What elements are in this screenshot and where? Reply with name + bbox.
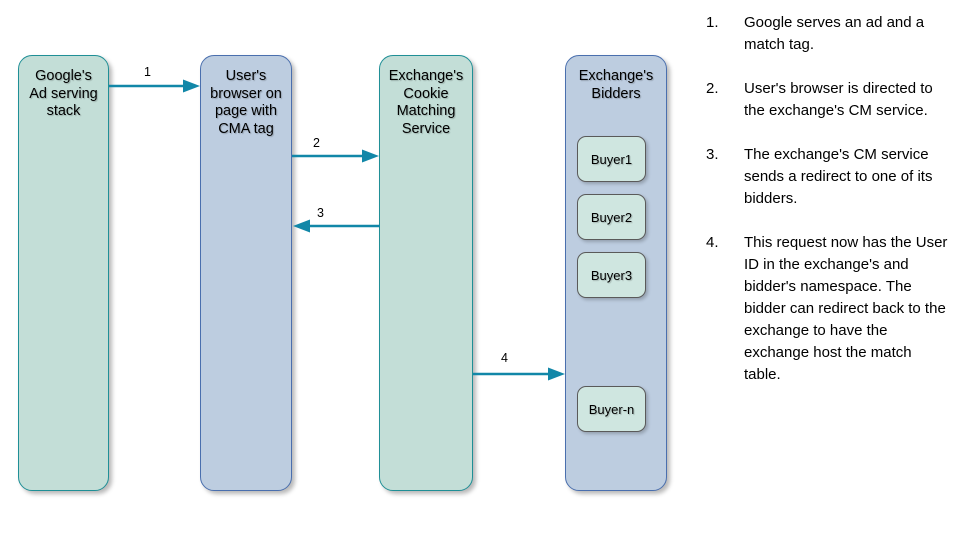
step-item-1: 1. Google serves an ad and a match tag. (706, 12, 950, 56)
step-item-2: 2. User's browser is directed to the exc… (706, 78, 950, 122)
buyer-label-buyer3: Buyer3 (590, 267, 633, 283)
node-label-exchange-bidders: Exchange's Bidders (578, 68, 654, 102)
step-item-3: 3. The exchange's CM service sends a red… (706, 144, 950, 210)
arrow-3 (292, 217, 380, 235)
arrow-4 (473, 365, 566, 383)
node-user-browser[interactable]: User's browser on page with CMA tag (200, 55, 292, 491)
step-item-4: 4. This request now has the User ID in t… (706, 232, 950, 386)
step-text-1: Google serves an ad and a match tag. (744, 14, 925, 53)
buyer-box-buyer-n[interactable]: Buyer-n (577, 386, 646, 432)
step-number-1: 1. (706, 14, 719, 31)
step-number-2: 2. (706, 80, 719, 97)
arrow-label-4: 4 (501, 351, 508, 365)
node-label-google-ad-serving-stack: Google's Ad serving stack (29, 68, 98, 119)
buyer-box-buyer2[interactable]: Buyer2 (577, 194, 646, 240)
buyer-box-buyer1[interactable]: Buyer1 (577, 136, 646, 182)
buyer-label-buyer1: Buyer1 (590, 151, 633, 167)
step-text-3: The exchange's CM service sends a redire… (744, 146, 933, 207)
node-label-user-browser: User's browser on page with CMA tag (210, 68, 282, 137)
step-text-4: This request now has the User ID in the … (744, 234, 948, 383)
node-label-exchange-cookie-matching-service: Exchange's Cookie Matching Service (388, 68, 464, 137)
step-text-2: User's browser is directed to the exchan… (744, 80, 933, 119)
buyer-label-buyer-n: Buyer-n (588, 401, 635, 417)
arrow-2 (292, 147, 380, 165)
node-google-ad-serving-stack[interactable]: Google's Ad serving stack (18, 55, 109, 491)
buyer-box-buyer3[interactable]: Buyer3 (577, 252, 646, 298)
step-number-4: 4. (706, 234, 719, 251)
node-exchange-cookie-matching-service[interactable]: Exchange's Cookie Matching Service (379, 55, 473, 491)
arrow-label-3: 3 (317, 206, 324, 220)
step-number-3: 3. (706, 146, 719, 163)
steps-list: 1. Google serves an ad and a match tag. … (706, 12, 950, 408)
buyer-label-buyer2: Buyer2 (590, 209, 633, 225)
arrow-label-2: 2 (313, 136, 320, 150)
arrow-1 (109, 77, 201, 95)
arrow-label-1: 1 (144, 65, 151, 79)
